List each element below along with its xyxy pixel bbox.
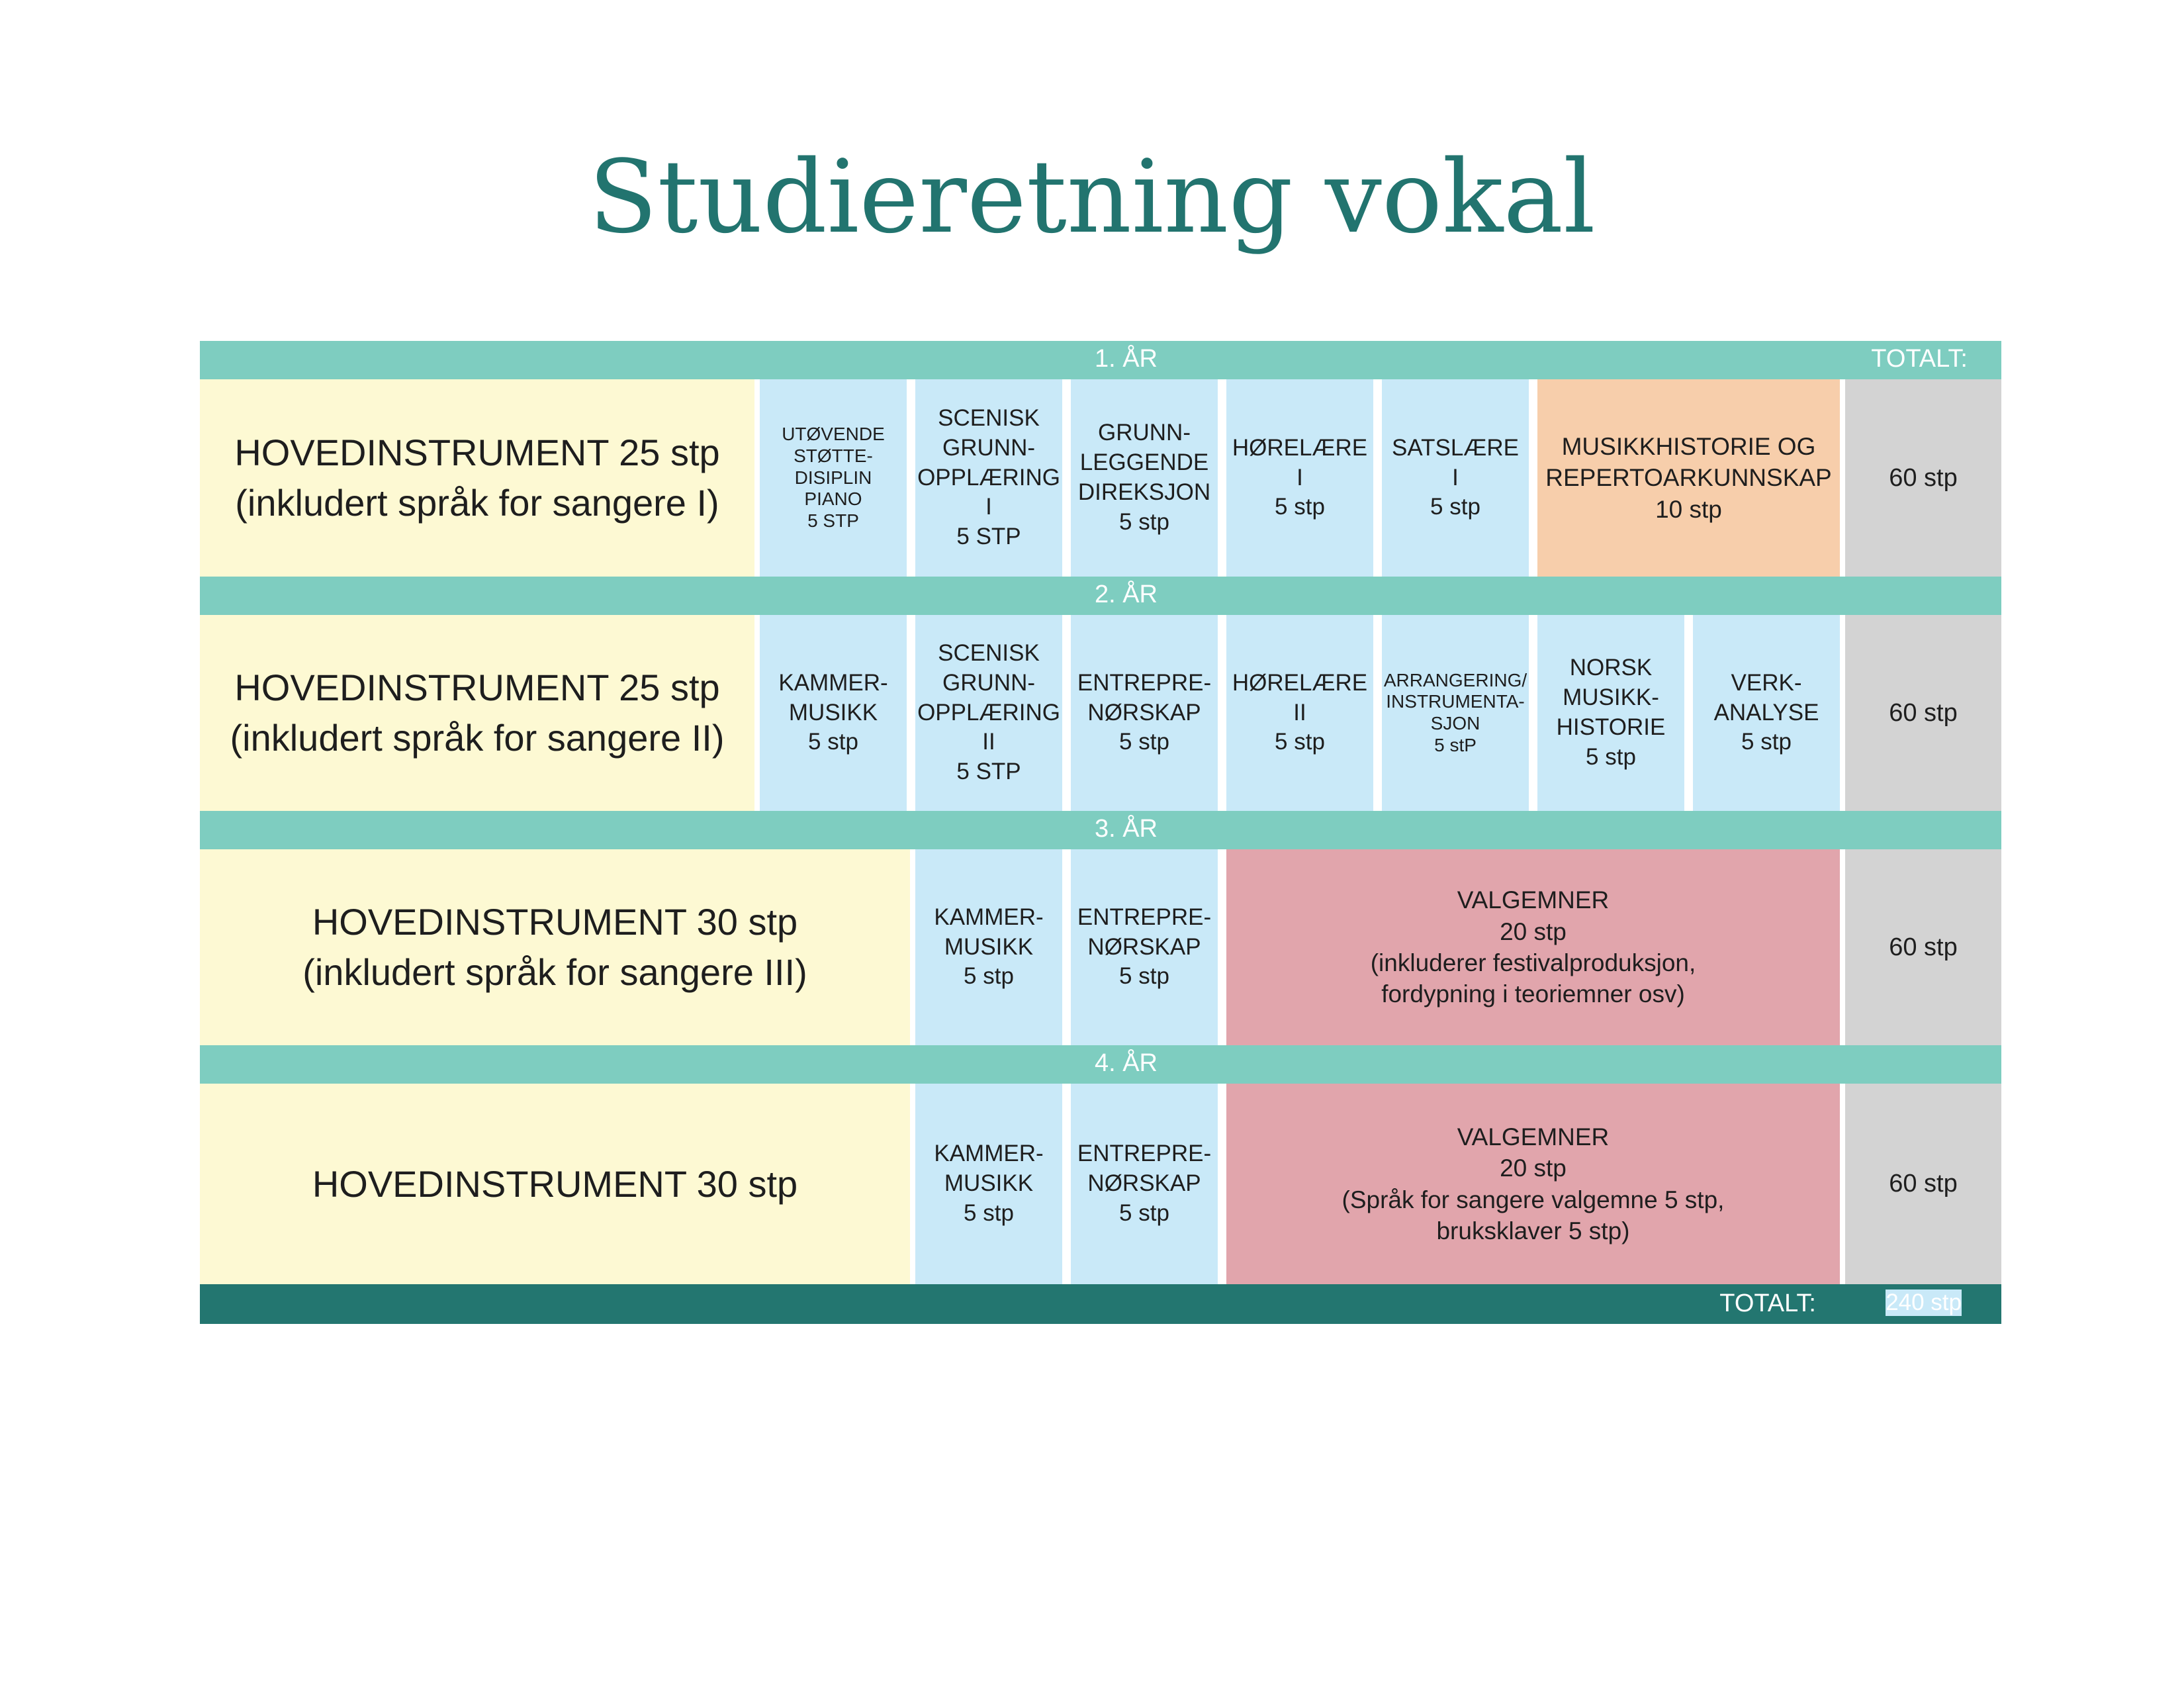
course-cell: KAMMER- MUSIKK 5 stp — [915, 1084, 1062, 1284]
course-cell: VERK- ANALYSE 5 stp — [1693, 615, 1840, 811]
history-course-cell: MUSIKKHISTORIE OG REPERTOARKUNNSKAP 10 s… — [1537, 379, 1840, 577]
course-cell: SCENISK GRUNN- OPPLÆRING I 5 STP — [915, 379, 1062, 577]
course-cell: UTØVENDE STØTTE- DISIPLIN PIANO 5 STP — [760, 379, 907, 577]
main-instrument-cell: HOVEDINSTRUMENT 25 stp (inkludert språk … — [200, 615, 754, 811]
year-label: 2. ÅR — [1094, 581, 1158, 608]
course-cell: GRUNN- LEGGENDE DIREKSJON 5 stp — [1071, 379, 1218, 577]
year-total-cell: 60 stp — [1845, 849, 2001, 1045]
main-instrument-cell: HOVEDINSTRUMENT 30 stp (inkludert språk … — [200, 849, 910, 1045]
year-total-cell: 60 stp — [1845, 615, 2001, 811]
grand-total-label: TOTALT: — [1719, 1289, 1816, 1317]
course-cell: HØRELÆRE I 5 stp — [1226, 379, 1373, 577]
main-instrument-cell: HOVEDINSTRUMENT 30 stp — [200, 1084, 910, 1284]
year-total-cell: 60 stp — [1845, 1084, 2001, 1284]
course-cell: ENTREPRE- NØRSKAP 5 stp — [1071, 615, 1218, 811]
year-label: 3. ÅR — [1094, 815, 1158, 843]
year-band-4: 4. ÅR — [200, 1045, 2001, 1084]
year-total-cell: 60 stp — [1845, 379, 2001, 577]
main-instrument-cell: HOVEDINSTRUMENT 25 stp (inkludert språk … — [200, 379, 754, 577]
course-cell: KAMMER- MUSIKK 5 stp — [760, 615, 907, 811]
course-cell: HØRELÆRE II 5 stp — [1226, 615, 1373, 811]
header-total-label: TOTALT: — [1871, 345, 1968, 373]
year-band-2: 2. ÅR — [200, 577, 2001, 615]
course-cell: SCENISK GRUNN- OPPLÆRING II 5 STP — [915, 615, 1062, 811]
grand-total-value: 240 stp — [1886, 1289, 1962, 1316]
course-cell: SATSLÆRE I 5 stp — [1382, 379, 1529, 577]
electives-cell: VALGEMNER 20 stp (Språk for sangere valg… — [1226, 1084, 1840, 1284]
course-cell: ENTREPRE- NØRSKAP 5 stp — [1071, 1084, 1218, 1284]
course-cell: ENTREPRE- NØRSKAP 5 stp — [1071, 849, 1218, 1045]
page-title: Studieretning vokal — [588, 138, 1596, 256]
electives-cell: VALGEMNER 20 stp (inkluderer festivalpro… — [1226, 849, 1840, 1045]
grand-total-bar: TOTALT: 240 stp — [200, 1284, 2001, 1324]
year-label: 4. ÅR — [1094, 1049, 1158, 1077]
year-label: 1. ÅR — [1094, 345, 1158, 373]
year-band-3: 3. ÅR — [200, 811, 2001, 849]
course-cell: ARRANGERING/ INSTRUMENTA- SJON 5 stP — [1382, 615, 1529, 811]
year-band-1: 1. ÅR TOTALT: — [200, 341, 2001, 379]
study-plan-table: 1. ÅR TOTALT: HOVEDINSTRUMENT 25 stp (in… — [200, 341, 2001, 1324]
course-cell: KAMMER- MUSIKK 5 stp — [915, 849, 1062, 1045]
course-cell: NORSK MUSIKK- HISTORIE 5 stp — [1537, 615, 1684, 811]
